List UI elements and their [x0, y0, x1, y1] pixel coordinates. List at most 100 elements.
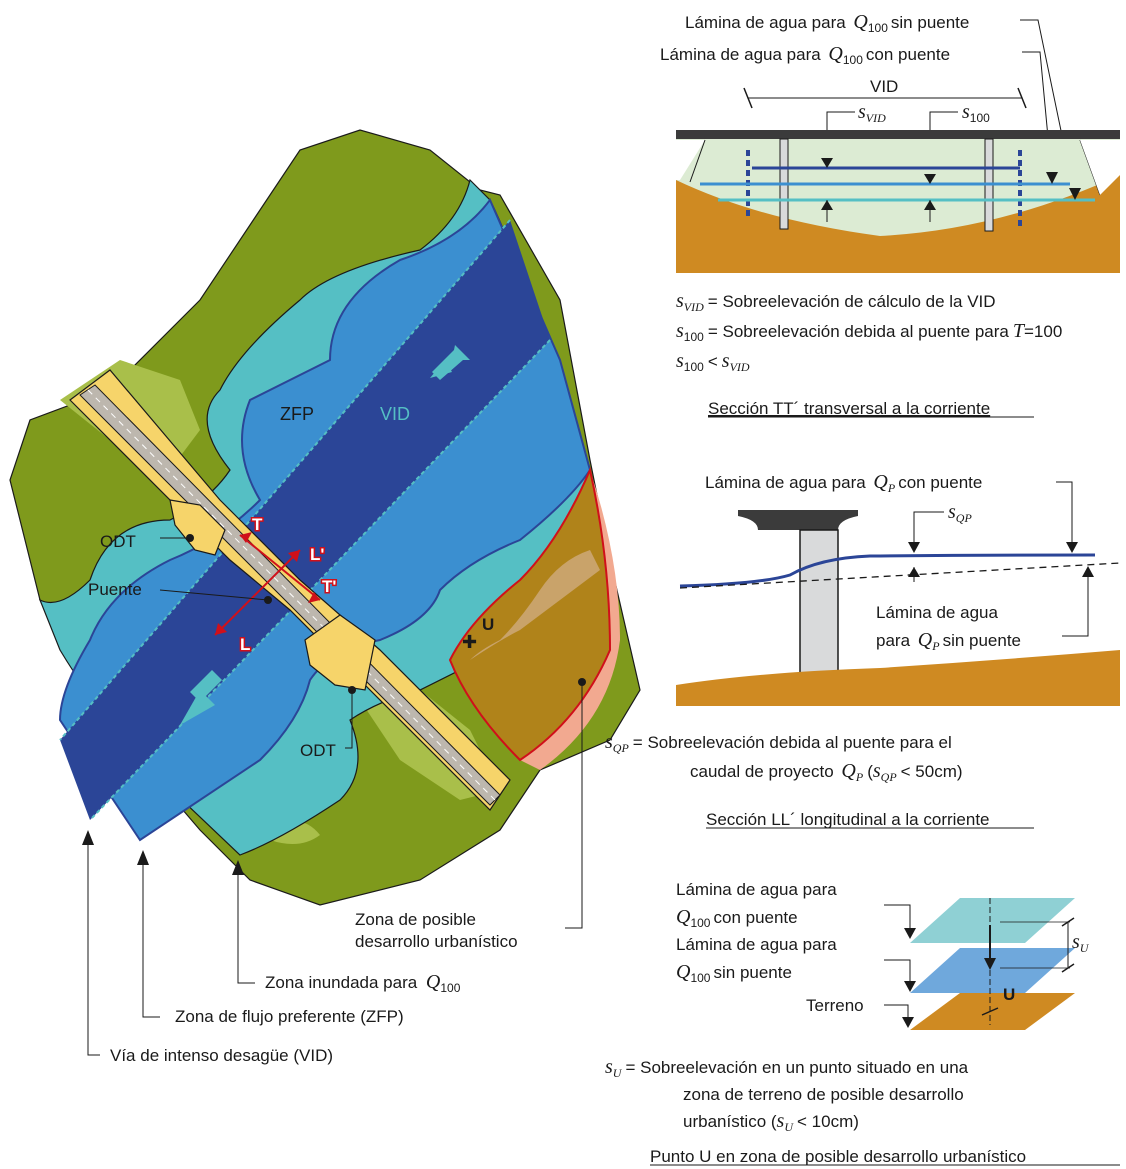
tt-vid-tick-right [1017, 87, 1027, 109]
tt-arrow-svid-down-icon [821, 158, 833, 168]
u-plane-with-bridge [910, 898, 1075, 943]
u-with-leader [884, 904, 911, 937]
u-cross-icon: ✚ [462, 632, 477, 653]
ll-def-line1: sQP= Sobreelevación debida al puente par… [605, 731, 952, 755]
vid-legend-leader [87, 832, 100, 1056]
tt-s100-label: s100 [962, 101, 990, 125]
tt-arrow-s100-down-icon [924, 174, 936, 184]
urban-zone-line2: desarrollo urbanístico [355, 932, 518, 951]
u-map-label: U [482, 615, 494, 634]
ll-pier [799, 529, 839, 681]
urban-leader [565, 682, 583, 929]
section-arrow-t-prime [308, 592, 320, 603]
u-arrow-down-icon [984, 958, 996, 970]
tt-terrain-right [1080, 140, 1120, 195]
ll-terrain [676, 650, 1120, 706]
vid-legend-arrow-icon [82, 830, 94, 845]
u-su-tick-top [1061, 917, 1075, 927]
odt-lower-label: ODT [300, 741, 336, 760]
section-arrow-t [240, 532, 252, 543]
ll-title: Sección LL´ longitudinal a la corriente [706, 810, 990, 829]
tt-def-inequality: s100<sVID [676, 350, 750, 374]
section-line-tt [239, 534, 321, 601]
u-point-mark [981, 1007, 999, 1016]
ll-arrow-without-icon [1082, 566, 1094, 577]
u-without-line1: Lámina de agua para [676, 935, 837, 954]
u-title: Punto U en zona de posible desarrollo ur… [650, 1147, 1026, 1166]
tt-title: Sección TT´ transversal a la corriente [708, 399, 990, 418]
ll-arrow-with-icon [1066, 542, 1078, 553]
u-terrain-label: Terreno [806, 996, 864, 1015]
odt-lower-leader [345, 690, 353, 749]
puente-dot [264, 596, 272, 604]
vid-map-label: VID [380, 404, 410, 424]
flooded-zone-label: Zona inundada para Q100 [265, 971, 461, 995]
tt-arrow-without-icon [1069, 188, 1081, 200]
road-centerline [87, 389, 496, 801]
u-su-tick-bottom [1061, 963, 1075, 973]
flow-arrow-upper-head [430, 360, 452, 378]
tt-deck [676, 130, 1120, 139]
u-def-line3: urbanístico (sU< 10cm) [683, 1110, 859, 1134]
section-t-label: T [252, 515, 263, 534]
flow-arrow-lower [180, 690, 215, 725]
vid-edge-lower [89, 339, 551, 821]
u-terrain-leader [884, 1004, 909, 1025]
vid-zone [60, 220, 550, 820]
tt-abutment-left [689, 139, 706, 183]
urban-zone-stripe [470, 550, 600, 660]
map-legend: Zona de posible desarrollo urbanístico Z… [82, 830, 518, 1065]
tt-terrain [676, 175, 1120, 273]
floodplain-map: T L' T' L ZFP VID ODT Puente ODT ✚ U [9, 129, 641, 929]
tt-terrain-left [676, 140, 705, 180]
odt-upper-label: ODT [100, 532, 136, 551]
tt-def-svid: sVID= Sobreelevación de cálculo de la VI… [676, 290, 996, 314]
ll-label-without-line1: Lámina de agua [876, 603, 998, 622]
flow-arrow-lower-body [190, 670, 222, 702]
ll-sqp-label: sQP [948, 501, 972, 525]
tt-def-s100: s100= Sobreelevación debida al puente pa… [676, 320, 1062, 344]
section-arrow-l-prime [288, 550, 300, 562]
u-terrain-arrow-icon [902, 1017, 914, 1028]
flood-legend-arrow-icon [232, 860, 244, 875]
tt-svid-label: sVID [858, 101, 886, 125]
zfp-legend-arrow-icon [137, 850, 149, 865]
ll-water-with-bridge [679, 553, 1096, 588]
tt-arrow-with-icon [1046, 172, 1058, 184]
zfp-map-label: ZFP [280, 404, 314, 424]
u-with-arrow-icon [904, 928, 916, 939]
ll-leader-with [1056, 481, 1073, 552]
ll-def-line2: caudal de proyecto QP(sQP< 50cm) [690, 760, 963, 784]
puente-leader [159, 589, 269, 601]
section-l-prime-label: L' [310, 545, 324, 564]
zfp-zone-label: Zona de flujo preferente (ZFP) [175, 1007, 404, 1026]
ll-water-without-bridge [679, 562, 1121, 589]
u-plane-without-bridge [910, 948, 1075, 993]
tt-arrow-s100-up-icon [924, 200, 936, 210]
u-point-label: U [1003, 985, 1015, 1004]
ll-deck [738, 510, 858, 530]
u-with-line1: Lámina de agua para [676, 880, 837, 899]
zfp-legend-leader [142, 852, 160, 1018]
u-without-leader [884, 959, 911, 990]
vid-edge-upper [59, 219, 511, 741]
odt-upper [169, 499, 226, 556]
odt-lower [304, 614, 376, 691]
u-without-arrow-icon [904, 981, 916, 992]
tt-vid-label: VID [870, 77, 898, 96]
section-t-prime-label: T' [322, 577, 336, 596]
u-def-line1: sU= Sobreelevación en un punto situado e… [605, 1056, 969, 1080]
u-plane-terrain [910, 993, 1075, 1030]
u-def-line2: zona de terreno de posible desarrollo [683, 1085, 964, 1104]
u-su-label: sU [1072, 931, 1090, 955]
section-arrow-l [215, 623, 227, 635]
ll-sqp-leader [913, 511, 944, 552]
